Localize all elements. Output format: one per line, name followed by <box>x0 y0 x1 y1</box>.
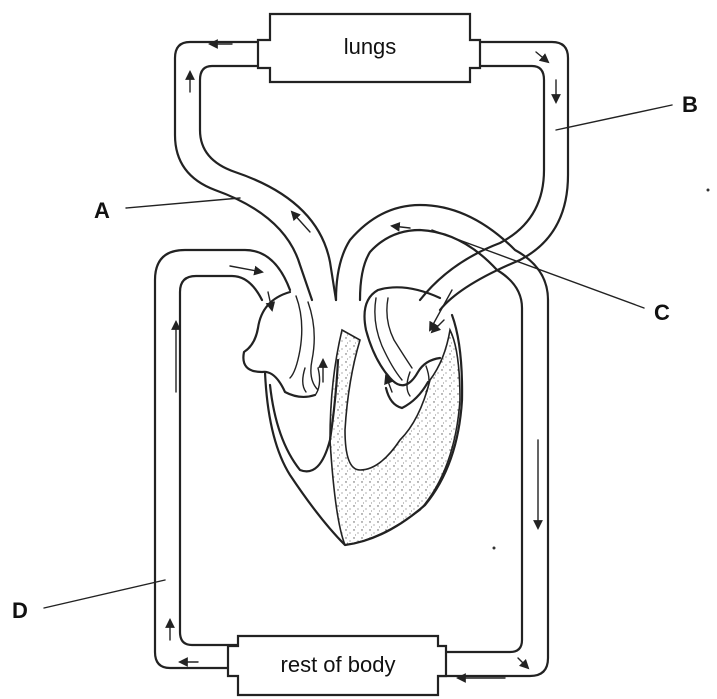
label-a: A <box>94 198 110 223</box>
label-b-leader <box>556 105 672 130</box>
pulmonary-circuit <box>175 42 568 330</box>
left-atrium-wall <box>375 298 412 380</box>
lungs-label: lungs <box>344 34 397 59</box>
systemic-vessel-outer-left <box>155 250 290 668</box>
label-d-leader <box>44 580 165 608</box>
right-atrium <box>243 292 315 397</box>
label-a-leader <box>126 198 240 208</box>
right-atrium-wall <box>290 296 318 390</box>
label-b: B <box>682 92 698 117</box>
label-a-group: A <box>94 198 240 223</box>
lungs-box: lungs <box>258 14 480 82</box>
rest-of-body-box: rest of body <box>228 636 446 695</box>
label-c: C <box>654 300 670 325</box>
systemic-vessel-inner-left <box>180 276 262 645</box>
label-d-group: D <box>12 580 165 623</box>
pulmonary-vessel-inner-left <box>200 66 336 300</box>
rest-of-body-label: rest of body <box>281 652 396 677</box>
label-b-group: B <box>556 92 698 130</box>
heart <box>243 287 462 545</box>
label-c-leader <box>432 230 644 308</box>
heart-septum <box>330 330 460 545</box>
label-d: D <box>12 598 28 623</box>
systemic-circuit <box>155 205 548 678</box>
